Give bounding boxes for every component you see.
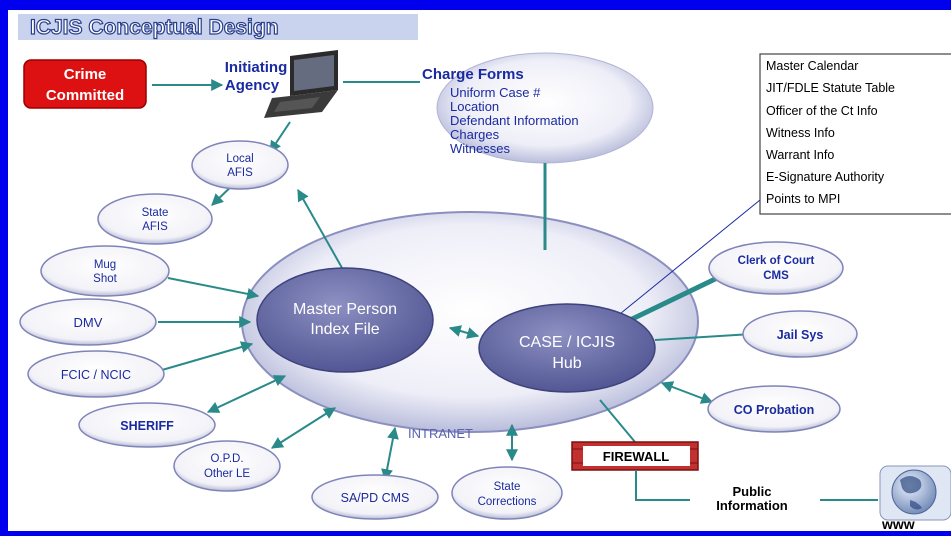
info-list-item: Master Calendar [766, 59, 858, 73]
local-afis-node: Local AFIS [191, 140, 289, 190]
svg-text:AFIS: AFIS [142, 221, 168, 233]
info-list-box: Master Calendar JIT/FDLE Statute Table O… [759, 53, 951, 215]
public-information-label: Public [732, 484, 771, 499]
svg-text:DMV: DMV [74, 315, 103, 330]
www-label: www [881, 516, 915, 531]
svg-text:FCIC / NCIC: FCIC / NCIC [61, 368, 131, 382]
svg-text:Crime: Crime [64, 66, 107, 83]
state-corrections-node: State Corrections [451, 466, 563, 520]
dmv-node: DMV [19, 298, 157, 346]
svg-text:Local: Local [226, 153, 254, 165]
svg-text:Agency: Agency [225, 77, 280, 94]
svg-text:Hub: Hub [552, 355, 581, 372]
svg-text:Master Person: Master Person [293, 301, 397, 318]
svg-text:CMS: CMS [763, 270, 789, 282]
co-probation-node: CO Probation [707, 385, 841, 433]
case-icjis-hub-node: CASE / ICJIS Hub [478, 303, 656, 393]
svg-text:State: State [494, 481, 521, 493]
intranet-label: INTRANET [408, 426, 473, 441]
svg-text:Committed: Committed [46, 87, 124, 104]
page-title: ICJIS Conceptual Design [30, 16, 279, 39]
opd-other-le-node: O.P.D. Other LE [173, 440, 281, 492]
globe-icon [879, 465, 951, 521]
info-list-item: E-Signature Authority [766, 170, 885, 184]
svg-text:SA/PD CMS: SA/PD CMS [341, 491, 410, 505]
svg-text:Clerk of Court: Clerk of Court [738, 255, 815, 267]
info-list-pointer-line [614, 199, 761, 319]
firewall-label: FIREWALL [603, 449, 669, 464]
svg-text:State: State [142, 207, 169, 219]
initiating-agency-label: Initiating [225, 59, 288, 76]
charge-forms-title: Charge Forms [422, 66, 524, 83]
svg-text:Mug: Mug [94, 259, 116, 271]
master-person-index-node: Master Person Index File [256, 267, 434, 373]
info-list-item: Officer of the Ct Info [766, 104, 878, 118]
jail-sys-node: Jail Sys [742, 310, 858, 358]
svg-text:Information: Information [716, 498, 788, 513]
state-afis-node: State AFIS [97, 193, 213, 245]
charge-form-item: Defendant Information [450, 113, 579, 128]
svg-text:CO Probation: CO Probation [734, 403, 815, 417]
charge-form-item: Charges [450, 127, 500, 142]
svg-text:Jail Sys: Jail Sys [777, 328, 824, 342]
svg-text:Shot: Shot [93, 273, 117, 285]
svg-text:SHERIFF: SHERIFF [120, 419, 174, 433]
charge-forms-bubble: Charge Forms Uniform Case # Location Def… [422, 52, 654, 164]
clerk-of-court-cms-node: Clerk of Court CMS [708, 241, 844, 295]
crime-committed-badge: Crime Committed [23, 59, 147, 109]
mug-shot-node: Mug Shot [40, 245, 170, 297]
fcic-ncic-node: FCIC / NCIC [27, 350, 165, 398]
info-list-item: JIT/FDLE Statute Table [766, 81, 895, 95]
laptop-icon [264, 50, 338, 118]
charge-form-item: Uniform Case # [450, 85, 541, 100]
svg-text:Other LE: Other LE [204, 468, 250, 480]
sapd-cms-node: SA/PD CMS [311, 474, 439, 520]
info-list-item: Points to MPI [766, 192, 840, 206]
charge-form-item: Location [450, 99, 499, 114]
title-banner [18, 14, 418, 40]
info-list-item: Warrant Info [766, 148, 834, 162]
svg-text:CASE / ICJIS: CASE / ICJIS [519, 334, 615, 351]
sheriff-node: SHERIFF [78, 402, 216, 448]
info-list-item: Witness Info [766, 126, 835, 140]
firewall-to-public-line [635, 470, 690, 501]
svg-text:AFIS: AFIS [227, 167, 253, 179]
svg-text:Corrections: Corrections [478, 496, 537, 508]
firewall-block: FIREWALL [571, 441, 699, 471]
svg-text:O.P.D.: O.P.D. [210, 453, 243, 465]
svg-text:Index File: Index File [310, 321, 379, 338]
charge-form-item: Witnesses [450, 141, 510, 156]
